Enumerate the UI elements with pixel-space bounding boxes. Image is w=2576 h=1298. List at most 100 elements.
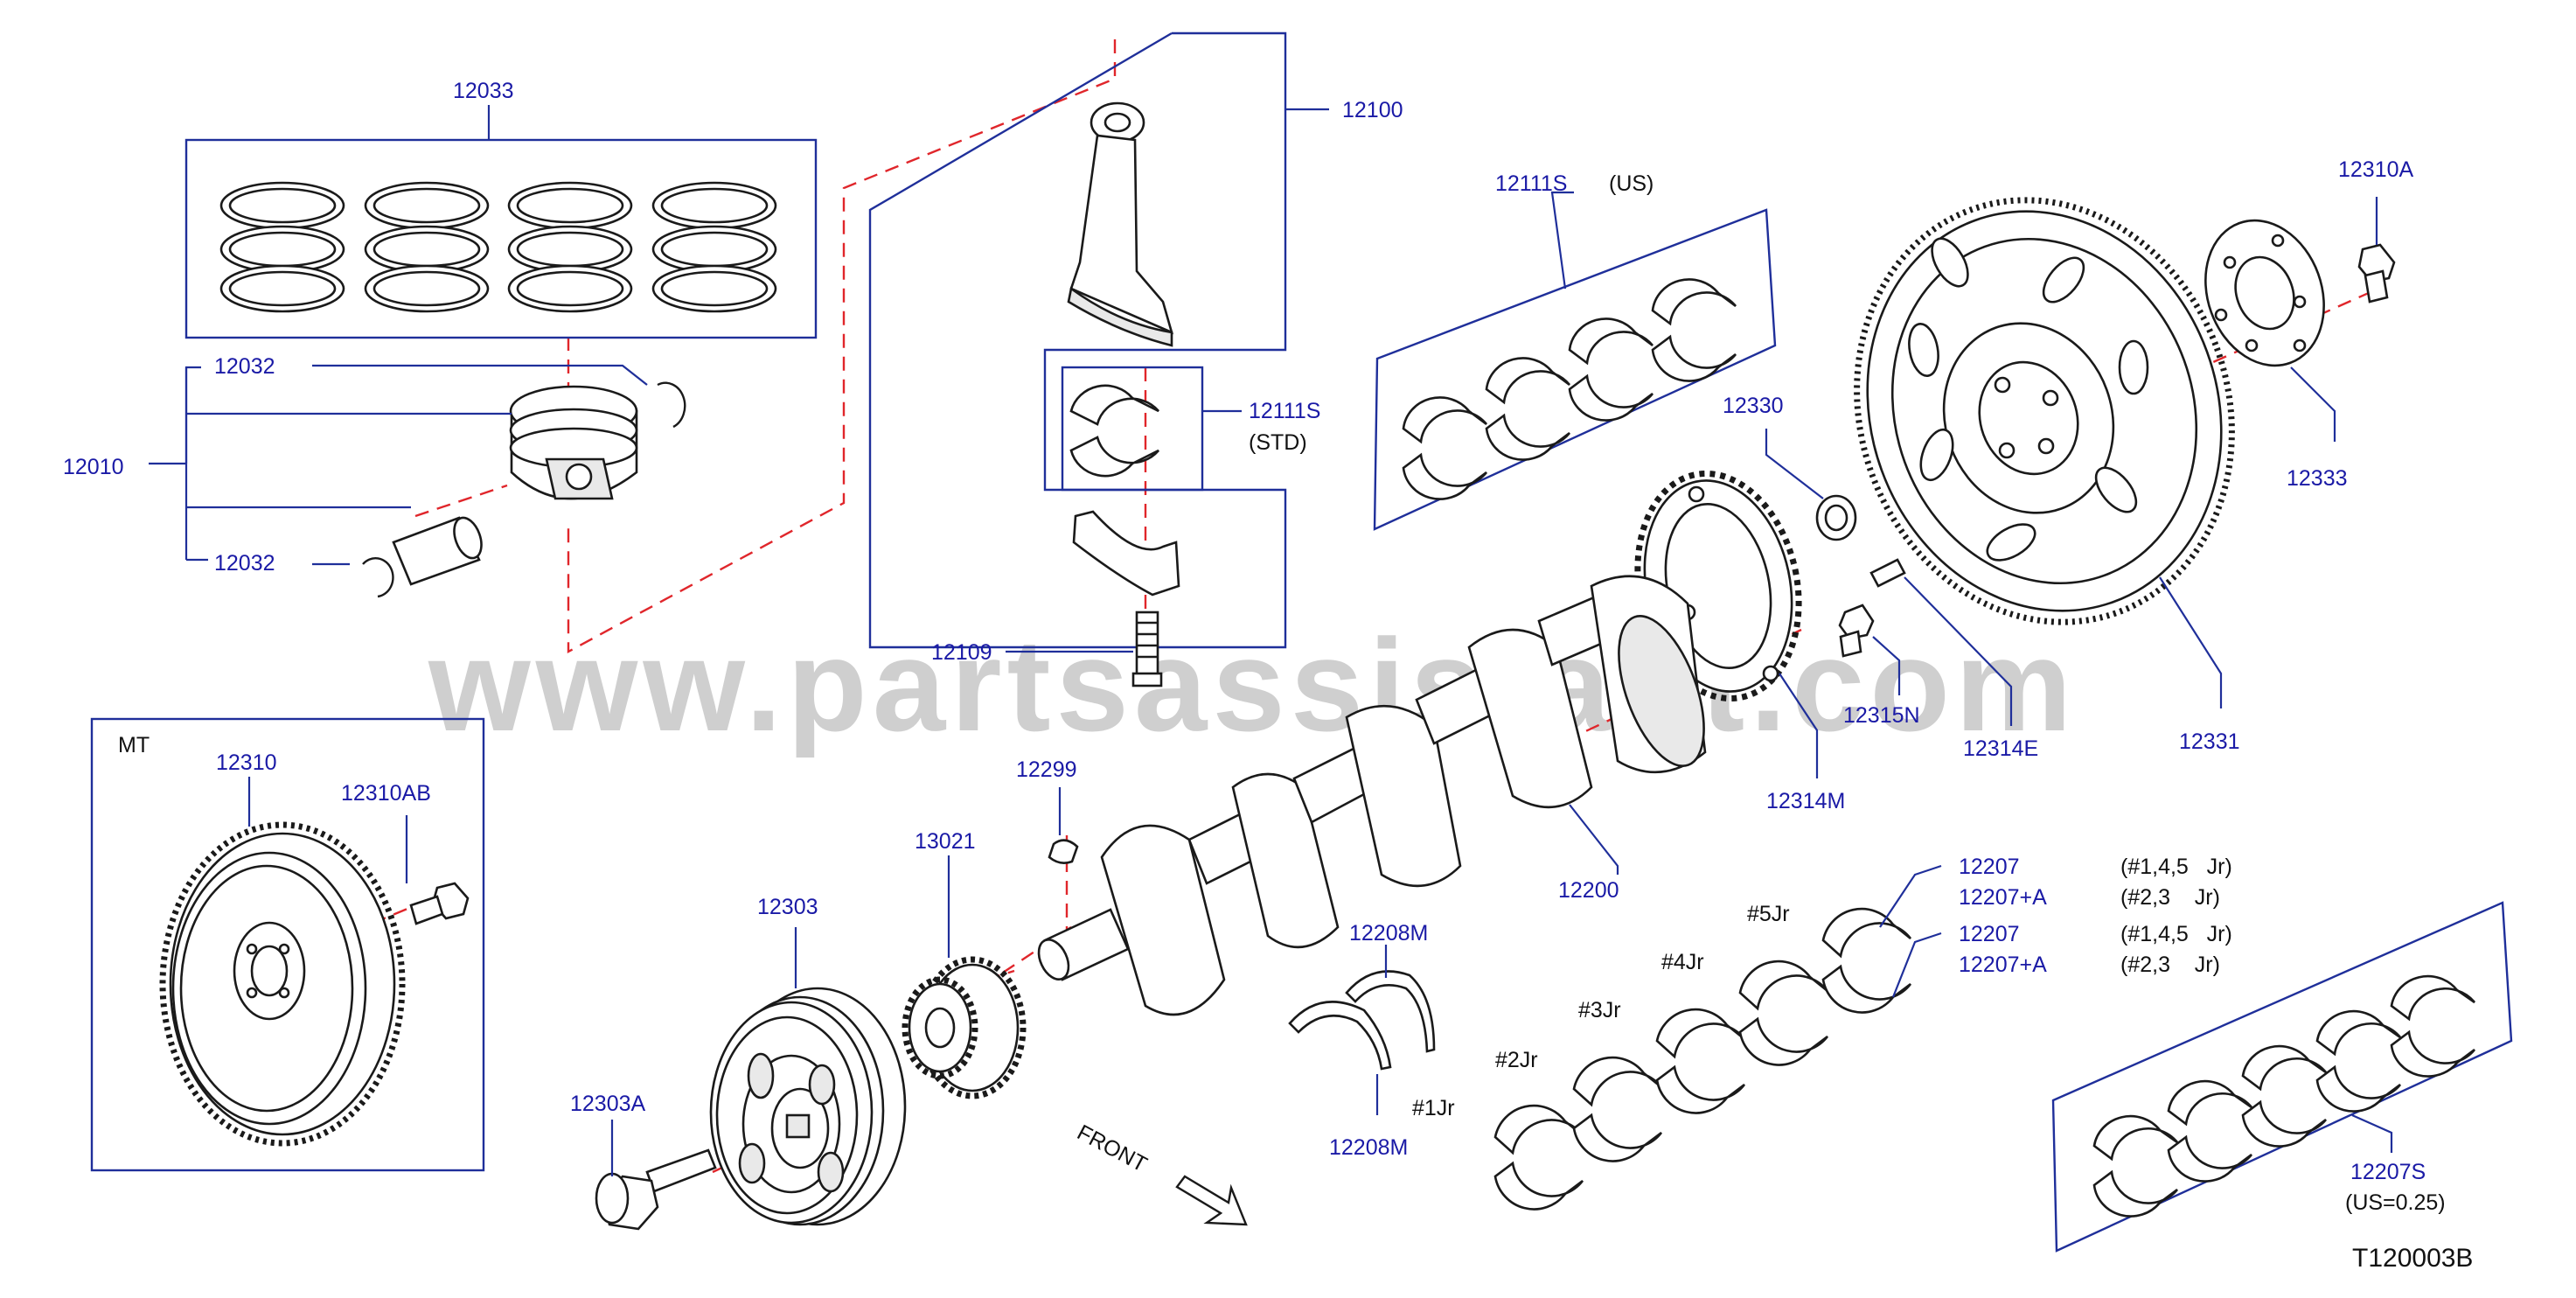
piston-ring-set-4[interactable] (651, 181, 777, 313)
part-number-12111s-std[interactable]: 12111S (1249, 399, 1320, 423)
rod-cap[interactable] (1072, 510, 1180, 597)
part-number-12207-upper[interactable]: 12207 (1959, 855, 2020, 879)
part-number-12331[interactable]: 12331 (2179, 729, 2240, 754)
part-number-12303a[interactable]: 12303A (570, 1092, 646, 1116)
part-number-12310ab[interactable]: 12310AB (341, 781, 431, 806)
piston-ring-set-1[interactable] (219, 181, 345, 313)
flywheel-bolt[interactable] (2357, 243, 2396, 304)
main-bearings-group[interactable]: #1Jr #2Jr #3Jr #4Jr #5Jr 12207 12207+A 1… (1412, 855, 2232, 1211)
mt-flywheel[interactable] (159, 821, 406, 1147)
piston-ring-set-2[interactable] (364, 181, 490, 313)
part-number-12033[interactable]: 12033 (453, 79, 514, 103)
drive-plate-group[interactable]: 12331 (1799, 147, 2290, 754)
part-number-12111s-us[interactable]: 12111S (1495, 171, 1567, 196)
us-025-note: (US=0.25) (2345, 1190, 2446, 1215)
signal-plate-bolt-group[interactable]: 12315N (1838, 604, 1920, 728)
reinforcement-plate[interactable] (2186, 204, 2343, 382)
thrust-washer-lower[interactable] (1288, 1001, 1392, 1071)
thrust-washers-group[interactable]: 12208M 12208M (1288, 921, 1436, 1160)
piston-rings-box (184, 138, 818, 339)
signal-plate-bolt[interactable] (1838, 604, 1875, 658)
crank-sprocket[interactable] (902, 956, 1027, 1099)
main-bearing-4[interactable] (1738, 960, 1829, 1066)
reinforcement-plate-group[interactable]: 12333 (2186, 204, 2348, 491)
rod-bolt[interactable] (1131, 611, 1163, 687)
piston-assembly-group[interactable]: 12032 12010 12032 (63, 354, 686, 598)
us-note: (US) (1609, 171, 1654, 196)
part-number-12109[interactable]: 12109 (931, 640, 992, 665)
part-number-12299[interactable]: 12299 (1016, 757, 1077, 782)
connecting-rod[interactable] (1067, 101, 1174, 347)
part-number-12310a[interactable]: 12310A (2338, 157, 2414, 182)
part-number-12310[interactable]: 12310 (216, 750, 277, 775)
journal-note-2: (#2,3 Jr) (2120, 885, 2220, 910)
pulley-bolt[interactable] (595, 1148, 717, 1231)
mt-flywheel-bolt[interactable] (409, 882, 470, 925)
woodruff-key[interactable] (1048, 839, 1079, 864)
flywheel-bolt-group[interactable]: 12310A (2338, 157, 2414, 304)
piston[interactable] (509, 385, 638, 500)
crank-seal[interactable] (1815, 494, 1857, 541)
part-number-12010[interactable]: 12010 (63, 455, 124, 479)
part-number-12303[interactable]: 12303 (757, 895, 818, 919)
main-bearing-5[interactable] (1821, 907, 1912, 1014)
piston-pin[interactable] (392, 514, 486, 586)
main-bearing-1[interactable] (1493, 1104, 1584, 1211)
part-number-12208m-lower[interactable]: 12208M (1329, 1135, 1408, 1160)
part-number-12207a-lower[interactable]: 12207+A (1959, 953, 2047, 977)
dowel-pin-group[interactable]: 12314E (1869, 558, 2038, 761)
journal-note-3: (#1,4,5 Jr) (2120, 922, 2232, 946)
journal-note-4: (#2,3 Jr) (2120, 953, 2220, 977)
crank-pulley-group[interactable]: 12303 (709, 895, 907, 1226)
part-number-12207s[interactable]: 12207S (2350, 1160, 2426, 1184)
part-number-12032-upper[interactable]: 12032 (214, 354, 275, 379)
journal-label-5: #5Jr (1747, 902, 1790, 926)
watermark-text: www.partsassistant.com (428, 611, 2077, 758)
std-note: (STD) (1249, 430, 1307, 455)
mt-flywheel-group[interactable]: MT 12310 12310AB (90, 717, 485, 1172)
snap-ring-upper[interactable] (657, 381, 686, 429)
rod-bearing-box (1061, 366, 1204, 492)
part-number-12314e[interactable]: 12314E (1963, 736, 2038, 761)
crankshaft[interactable] (1033, 575, 1721, 1016)
piston-ring-set-3[interactable] (507, 181, 633, 313)
mt-box (90, 717, 485, 1172)
part-number-12333[interactable]: 12333 (2287, 466, 2348, 491)
part-number-12032-lower[interactable]: 12032 (214, 551, 275, 576)
journal-label-1: #1Jr (1412, 1096, 1455, 1120)
woodruff-key-group[interactable]: 12299 (1016, 757, 1079, 864)
main-bearing-2[interactable] (1572, 1056, 1663, 1162)
part-number-12315n[interactable]: 12315N (1843, 703, 1920, 728)
pulley-bolt-group[interactable]: 12303A (570, 1092, 717, 1231)
crank-seal-group[interactable]: 12330 (1723, 394, 1857, 541)
part-number-12330[interactable]: 12330 (1723, 394, 1784, 418)
crank-pulley[interactable] (709, 987, 907, 1226)
snap-ring-lower[interactable] (362, 557, 394, 598)
us-main-bearing-shells[interactable] (2092, 974, 2476, 1218)
drawing-code: T120003B (2352, 1244, 2473, 1273)
front-arrow-icon (1175, 1175, 1248, 1226)
part-number-12100[interactable]: 12100 (1342, 98, 1403, 122)
part-number-12207-lower[interactable]: 12207 (1959, 922, 2020, 946)
dowel-pin[interactable] (1869, 558, 1906, 588)
part-number-12207a-upper[interactable]: 12207+A (1959, 885, 2047, 910)
main-bearing-us-group[interactable]: 12207S (US=0.25) (2051, 901, 2513, 1253)
connecting-rod-group[interactable]: 12100 12111S (STD) 12109 (868, 31, 1403, 687)
part-number-12314m[interactable]: 12314M (1766, 789, 1845, 813)
rod-bearing-us-group[interactable]: 12111S (US) (1373, 171, 1777, 531)
drive-plate[interactable] (1799, 147, 2290, 675)
us-bearing-shells[interactable] (1402, 278, 1737, 500)
thrust-washer-upper[interactable] (1345, 970, 1436, 1053)
part-number-12200[interactable]: 12200 (1558, 878, 1619, 903)
main-bearing-3[interactable] (1655, 1008, 1746, 1114)
crankshaft-group[interactable]: 12200 (1033, 575, 1721, 1016)
rod-bearing-std[interactable] (1061, 366, 1204, 492)
crank-sprocket-group[interactable]: 13021 (902, 829, 1027, 1099)
part-number-13021[interactable]: 13021 (915, 829, 976, 854)
journal-label-3: #3Jr (1578, 998, 1621, 1022)
journal-label-4: #4Jr (1661, 950, 1704, 974)
piston-rings-group[interactable]: 12033 (184, 79, 818, 339)
part-number-12208m-upper[interactable]: 12208M (1349, 921, 1428, 946)
